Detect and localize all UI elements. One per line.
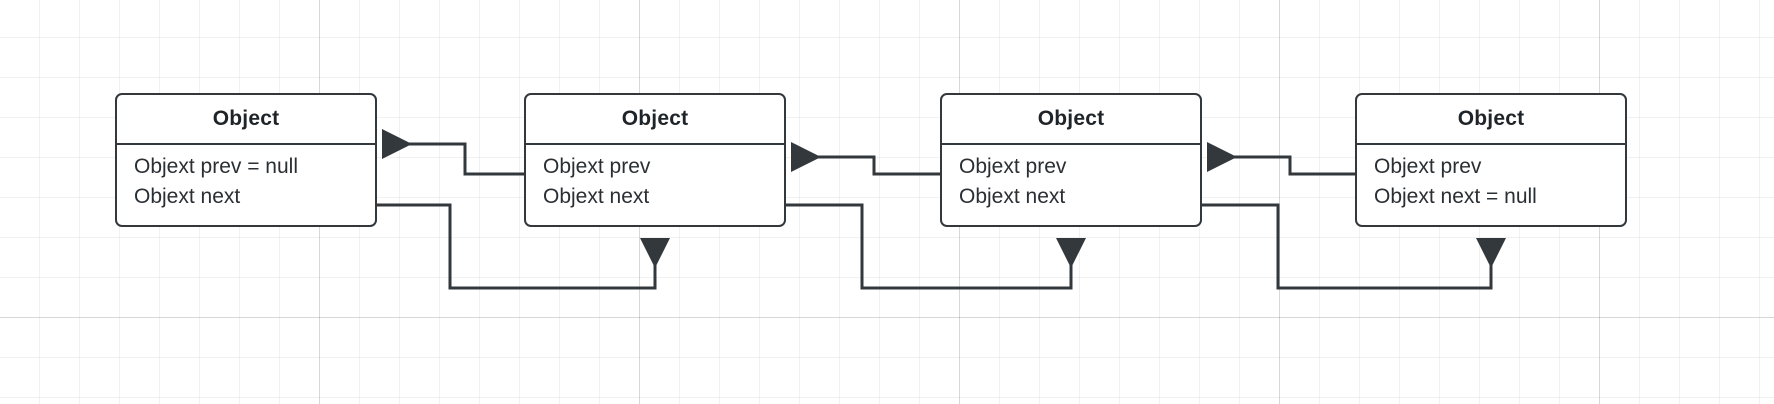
node-title: Object [1357,95,1625,145]
node-fields: Objext prev Objext next [942,145,1200,212]
node-fields: Objext prev = null Objext next [117,145,375,212]
field-prev: Objext prev = null [134,155,299,178]
edge-prev-3-to-2 [791,142,940,176]
field-next: Objext next [134,185,241,208]
field-next: Objext next [959,185,1066,208]
field-prev: Objext prev [959,155,1067,178]
field-next: Objext next [543,185,650,208]
edge-prev-2-to-1 [382,129,524,176]
field-next: Objext next = null [1374,185,1537,208]
node-title: Object [117,95,375,145]
field-prev: Objext prev [543,155,651,178]
field-prev: Objext prev [1374,155,1482,178]
node-object-4[interactable]: Object Objext prev Objext next = null [1355,93,1627,227]
node-fields: Objext prev Objext next [526,145,784,212]
node-object-1[interactable]: Object Objext prev = null Objext next [115,93,377,227]
node-title: Object [942,95,1200,145]
node-object-2[interactable]: Object Objext prev Objext next [524,93,786,227]
node-fields: Objext prev Objext next = null [1357,145,1625,212]
node-object-3[interactable]: Object Objext prev Objext next [940,93,1202,227]
node-title: Object [526,95,784,145]
edge-prev-4-to-3 [1207,142,1355,176]
